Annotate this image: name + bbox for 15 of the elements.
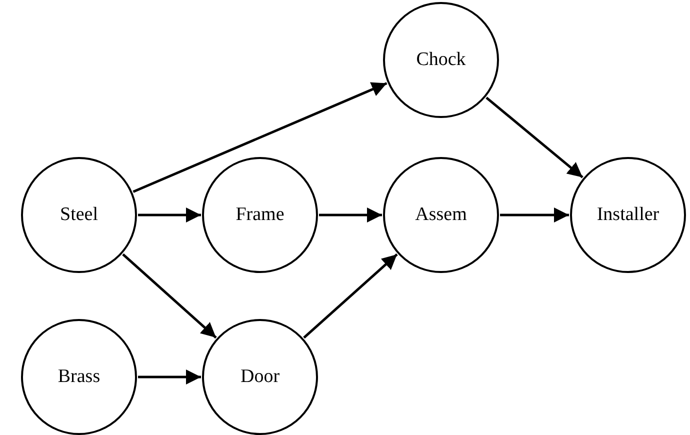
arrow — [486, 96, 584, 178]
node-label: Installer — [596, 204, 660, 226]
arrow — [303, 253, 398, 339]
arrow — [122, 253, 217, 339]
node-label: Frame — [236, 204, 284, 226]
arrow — [132, 82, 388, 193]
arrow — [138, 208, 201, 222]
arrow — [500, 208, 569, 222]
arrow — [138, 370, 201, 384]
node-label: Door — [240, 366, 280, 388]
node-label: Chock — [416, 49, 466, 71]
node-label: Brass — [58, 366, 100, 388]
arrow — [319, 208, 382, 222]
node-label: Steel — [60, 204, 98, 226]
node-label: Assem — [415, 204, 467, 226]
